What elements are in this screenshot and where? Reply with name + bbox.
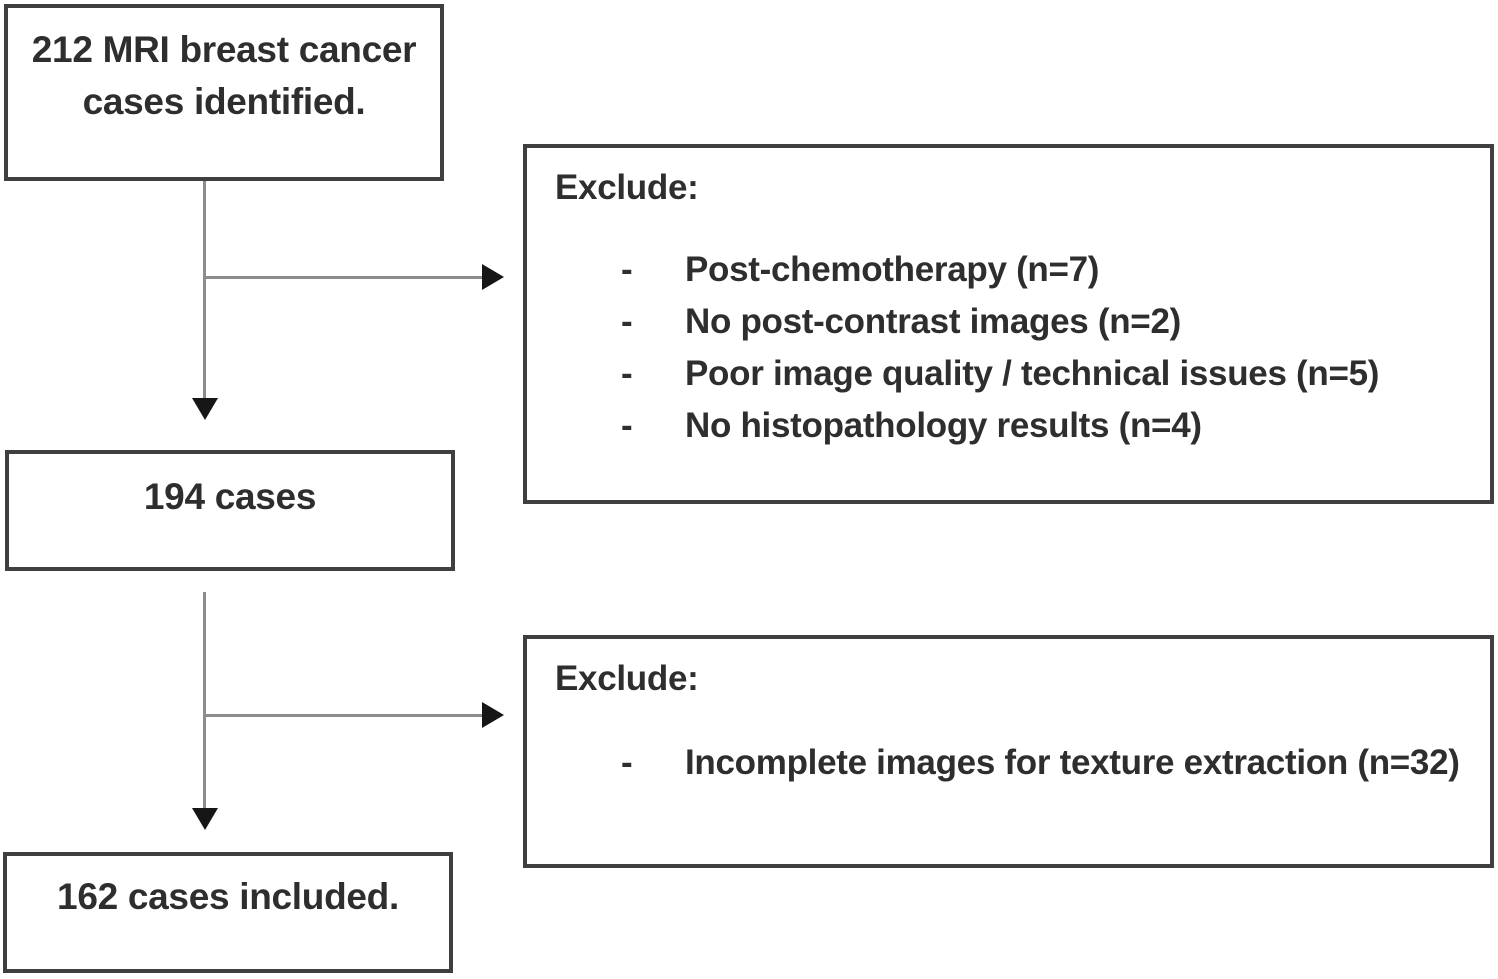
bullet-dash-icon: -: [621, 302, 633, 341]
connector-horizontal-1: [205, 276, 483, 279]
bullet-dash-icon: -: [621, 250, 633, 289]
bullet-dash-icon: -: [621, 406, 633, 445]
exclude-1-item-label: No histopathology results (n=4): [685, 406, 1202, 445]
node-cases-identified-label: 212 MRI breast cancer cases identified.: [31, 29, 417, 122]
arrowhead-right-icon-1: [482, 264, 504, 290]
node-194-cases-label: 194 cases: [143, 476, 317, 517]
exclude-1-title: Exclude:: [555, 168, 699, 207]
exclude-1-item-label: Poor image quality / technical issues (n…: [685, 354, 1380, 393]
exclude-2-title: Exclude:: [555, 659, 699, 698]
node-exclude-2: Exclude: - Incomplete images for texture…: [523, 635, 1494, 868]
node-cases-identified: 212 MRI breast cancer cases identified.: [4, 4, 444, 181]
list-item: - Poor image quality / technical issues …: [555, 348, 1480, 400]
exclude-1-list: - Post-chemotherapy (n=7) - No post-cont…: [555, 244, 1480, 452]
node-162-cases-included: 162 cases included.: [3, 852, 453, 973]
arrowhead-down-icon-2: [192, 808, 218, 830]
exclude-2-item-label: Incomplete images for texture extraction…: [685, 743, 1460, 782]
node-194-cases: 194 cases: [5, 450, 455, 571]
bullet-dash-icon: -: [621, 354, 633, 393]
list-item: - No post-contrast images (n=2): [555, 296, 1480, 348]
list-item: - Post-chemotherapy (n=7): [555, 244, 1480, 296]
exclude-2-list: - Incomplete images for texture extracti…: [555, 737, 1480, 789]
arrowhead-right-icon-2: [482, 702, 504, 728]
exclude-1-item-label: Post-chemotherapy (n=7): [685, 250, 1100, 289]
list-item: - Incomplete images for texture extracti…: [555, 737, 1480, 789]
bullet-dash-icon: -: [621, 743, 633, 782]
connector-horizontal-2: [205, 714, 483, 717]
arrowhead-down-icon-1: [192, 398, 218, 420]
node-exclude-1: Exclude: - Post-chemotherapy (n=7) - No …: [523, 144, 1494, 504]
list-item: - No histopathology results (n=4): [555, 400, 1480, 452]
connector-vertical-2: [203, 592, 206, 808]
exclude-1-item-label: No post-contrast images (n=2): [685, 302, 1181, 341]
node-162-cases-included-label: 162 cases included.: [57, 876, 399, 917]
connector-vertical-1: [203, 181, 206, 398]
